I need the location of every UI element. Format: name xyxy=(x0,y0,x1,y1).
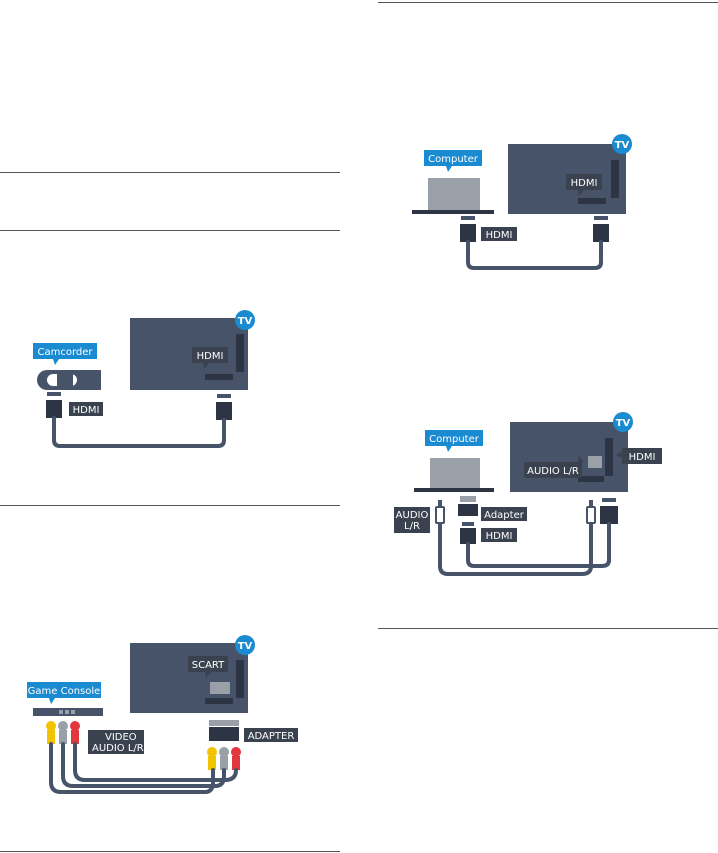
rca-cable-3 xyxy=(73,742,238,782)
cable-hdmi-label: HDMI xyxy=(69,402,103,416)
svg-text:ADAPTER: ADAPTER xyxy=(248,731,295,742)
divider-left-1 xyxy=(0,172,340,173)
tv-badge: TV xyxy=(235,635,255,655)
divider-right-1 xyxy=(378,2,718,3)
svg-text:HDMI: HDMI xyxy=(629,452,656,463)
cable-hdmi-label: HDMI xyxy=(481,227,517,241)
hdmi-port-label: HDMI xyxy=(192,347,228,369)
audio-jack-right xyxy=(586,500,596,524)
svg-text:TV: TV xyxy=(238,641,253,652)
divider-left-2 xyxy=(0,230,340,231)
camcorder-hdmi-diagram: TV HDMI Camcorder HDMI xyxy=(33,310,255,448)
hdmi-plug-right xyxy=(600,498,618,524)
svg-text:L/R: L/R xyxy=(404,521,420,532)
scart-port-label: SCART xyxy=(188,656,228,678)
laptop-icon xyxy=(414,458,494,492)
hdmi-cable xyxy=(466,240,603,270)
hdmi-plug-right xyxy=(216,394,232,420)
tv-badge: TV xyxy=(613,412,633,432)
svg-text:AUDIO L/R: AUDIO L/R xyxy=(527,466,579,477)
audio-cable xyxy=(438,522,593,576)
hdmi-cable xyxy=(52,416,226,448)
tv-badge: TV xyxy=(235,310,255,330)
svg-text:Computer: Computer xyxy=(428,154,479,165)
hdmi-plug-right xyxy=(593,216,609,242)
svg-text:HDMI: HDMI xyxy=(197,351,224,362)
rca-plugs-left xyxy=(46,721,80,744)
game-console-label: Game Console xyxy=(27,682,101,704)
tv-badge: TV xyxy=(612,134,632,154)
hdmi-plug-left xyxy=(460,522,476,544)
adapter-label: Adapter xyxy=(481,507,527,521)
adapter-label: ADAPTER xyxy=(244,728,298,742)
game-console-icon xyxy=(33,708,103,716)
hdmi-plug-left xyxy=(460,216,476,242)
hdmi-cable xyxy=(466,522,611,568)
tv-illustration xyxy=(510,422,628,492)
computer-label: Computer xyxy=(425,430,483,452)
game-console-scart-diagram: TV SCART Game Console VIDEO AUDIO L/R AD… xyxy=(27,635,298,794)
svg-text:Camcorder: Camcorder xyxy=(37,347,93,358)
tv-illustration xyxy=(130,318,248,390)
camcorder-label: Camcorder xyxy=(33,343,97,365)
svg-text:HDMI: HDMI xyxy=(571,178,598,189)
hdmi-plug-left xyxy=(46,392,62,418)
svg-text:HDMI: HDMI xyxy=(73,405,100,416)
audio-jack-left xyxy=(435,500,445,524)
audio-lr-port-label: AUDIO L/R xyxy=(524,456,584,478)
svg-text:Game Console: Game Console xyxy=(28,686,101,697)
tv-illustration xyxy=(130,643,248,713)
svg-text:TV: TV xyxy=(616,418,631,429)
video-audio-label: VIDEO AUDIO L/R xyxy=(88,730,144,754)
svg-text:HDMI: HDMI xyxy=(486,230,513,241)
svg-text:VIDEO: VIDEO xyxy=(105,732,137,743)
svg-text:AUDIO: AUDIO xyxy=(396,510,429,521)
divider-left-4 xyxy=(0,851,340,852)
svg-text:AUDIO L/R: AUDIO L/R xyxy=(92,743,144,754)
divider-right-2 xyxy=(378,628,718,629)
rca-plugs-right xyxy=(207,747,241,770)
computer-adapter-diagram: TV AUDIO L/R HDMI Computer AUDIO L/R Ada… xyxy=(394,412,662,576)
camcorder-icon xyxy=(37,370,101,390)
svg-text:TV: TV xyxy=(238,316,253,327)
hdmi-port-label: HDMI xyxy=(566,174,602,196)
hdmi-port-label: HDMI xyxy=(616,448,662,464)
svg-text:Adapter: Adapter xyxy=(484,510,525,521)
computer-hdmi-diagram: TV HDMI Computer HDMI xyxy=(412,134,632,270)
adapter-left xyxy=(458,496,478,516)
svg-text:SCART: SCART xyxy=(192,660,225,671)
computer-label: Computer xyxy=(424,150,482,172)
scart-adapter xyxy=(209,720,239,741)
audio-label: AUDIO L/R xyxy=(394,507,430,533)
laptop-icon xyxy=(412,178,494,214)
svg-text:HDMI: HDMI xyxy=(486,531,513,542)
divider-left-3 xyxy=(0,505,340,506)
svg-text:TV: TV xyxy=(615,140,630,151)
cable-hdmi-label: HDMI xyxy=(481,528,517,542)
svg-text:Computer: Computer xyxy=(429,434,480,445)
